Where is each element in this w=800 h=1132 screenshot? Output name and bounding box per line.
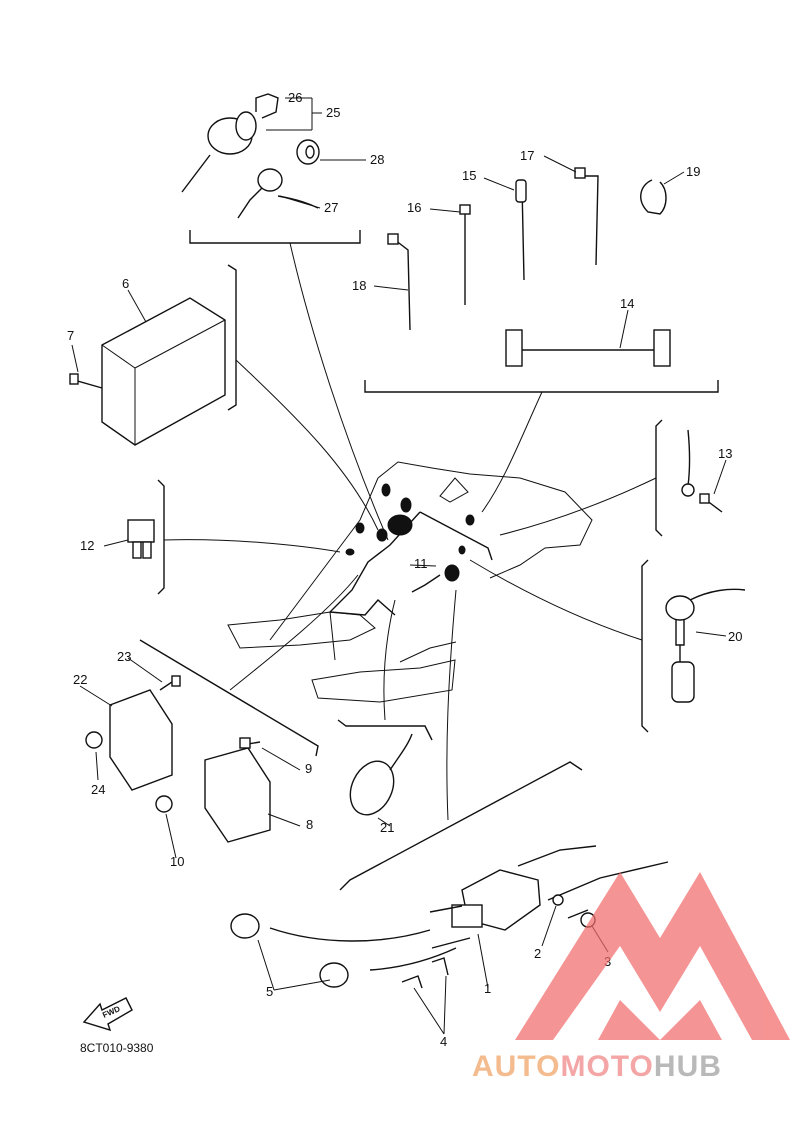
callout-11: 11 bbox=[414, 556, 428, 571]
frame-outline bbox=[227, 461, 593, 703]
callout-27: 27 bbox=[324, 200, 338, 215]
wire-harness bbox=[328, 483, 493, 616]
callout-12: 12 bbox=[80, 538, 94, 553]
drawing-code: 8CT010-9380 bbox=[80, 1041, 154, 1055]
callout-5: 5 bbox=[266, 984, 273, 999]
relay-connector bbox=[127, 519, 155, 559]
callout-13: 13 bbox=[718, 446, 732, 461]
callout-25: 25 bbox=[326, 105, 340, 120]
callout-22: 22 bbox=[73, 672, 87, 687]
fwd-arrow: FWD bbox=[82, 997, 133, 1032]
watermark-logo bbox=[515, 872, 790, 1040]
callout-14: 14 bbox=[620, 296, 634, 311]
watermark-moto: MOTO bbox=[560, 1050, 654, 1083]
callout-19: 19 bbox=[686, 164, 700, 179]
callout-15: 15 bbox=[462, 168, 476, 183]
callout-24: 24 bbox=[91, 782, 105, 797]
callout-16: 16 bbox=[407, 200, 421, 215]
clamps-and-bands bbox=[387, 167, 671, 367]
watermark-wordmark: AUTOMOTOHUB bbox=[472, 1050, 792, 1084]
callout-numbers: 1 2 3 4 5 6 7 8 9 10 11 12 13 14 15 16 1… bbox=[67, 90, 742, 1049]
callout-28: 28 bbox=[370, 152, 384, 167]
condenser-unit bbox=[349, 733, 413, 816]
callout-9: 9 bbox=[305, 761, 312, 776]
watermark-hub: HUB bbox=[653, 1050, 722, 1083]
callout-2: 2 bbox=[534, 946, 541, 961]
callout-20: 20 bbox=[728, 629, 742, 644]
callout-23: 23 bbox=[117, 649, 131, 664]
ignition-coil-assembly bbox=[230, 845, 669, 989]
callout-21: 21 bbox=[380, 820, 394, 835]
callout-8: 8 bbox=[306, 817, 313, 832]
callout-4: 4 bbox=[440, 1034, 447, 1049]
leader-lines bbox=[163, 242, 657, 821]
callout-1: 1 bbox=[484, 981, 491, 996]
main-switch-assembly bbox=[181, 93, 320, 219]
callout-17: 17 bbox=[520, 148, 534, 163]
ecu-unit bbox=[69, 297, 226, 446]
sensor-unit bbox=[665, 588, 746, 703]
regulator-group bbox=[85, 675, 271, 843]
callout-18: 18 bbox=[352, 278, 366, 293]
callout-10: 10 bbox=[170, 854, 184, 869]
callout-6: 6 bbox=[122, 276, 129, 291]
callout-26: 26 bbox=[288, 90, 302, 105]
watermark-auto: AUTO bbox=[472, 1050, 561, 1083]
callout-7: 7 bbox=[67, 328, 74, 343]
ground-lead bbox=[681, 429, 723, 513]
